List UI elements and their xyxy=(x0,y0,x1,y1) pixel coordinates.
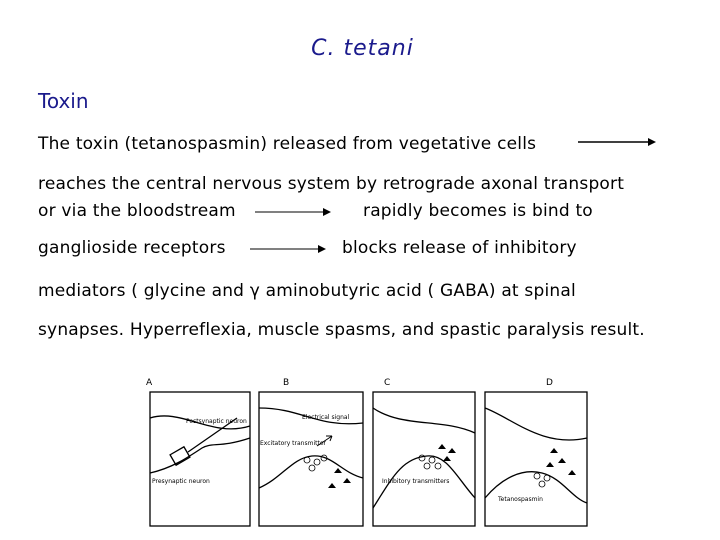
panel-b-frame xyxy=(258,391,364,527)
text-line-8: synapses. Hyperreflexia, muscle spasms, … xyxy=(38,320,645,340)
panel-d-terminal xyxy=(484,471,588,504)
panel-b-label: B xyxy=(283,378,290,388)
arrow-2-icon xyxy=(255,206,331,218)
text-line-1: The toxin (tetanospasmin) released from … xyxy=(38,134,537,154)
tetanospasmin-label: Tetanospasmin xyxy=(498,496,543,503)
text-line-6: blocks release of inhibitory xyxy=(342,238,577,258)
arrow-1-icon xyxy=(578,136,656,148)
postsynaptic-label: Postsynaptic neuron xyxy=(186,418,247,425)
section-heading: Toxin xyxy=(38,89,89,113)
arrow-3-icon xyxy=(250,243,326,255)
text-line-2: reaches the central nervous system by re… xyxy=(38,174,625,194)
figure-drawing xyxy=(149,391,588,527)
text-line-7: mediators ( glycine and γ aminobutyric a… xyxy=(38,281,576,301)
panel-b-postsynaptic xyxy=(258,407,364,425)
panel-d-frame xyxy=(484,391,588,527)
text-line-4: rapidly becomes is bind to xyxy=(363,201,593,221)
panel-a-zoom-box xyxy=(169,445,191,467)
mechanism-figure: A B C D Postsynaptic neuron Presynaptic … xyxy=(142,378,590,528)
text-line-3: or via the bloodstream xyxy=(38,201,236,221)
inhibitory-transmitters-label: Inhibitory transmitters xyxy=(382,478,450,485)
electrical-signal-label: Electrical signal xyxy=(302,414,350,421)
panel-c-terminal xyxy=(372,455,476,509)
panel-b-terminal xyxy=(258,455,364,489)
slide-title: C. tetani xyxy=(311,36,414,61)
excitatory-transmitter-label: Excitatory transmitter xyxy=(260,440,326,447)
panel-a-label: A xyxy=(146,378,153,388)
text-line-5: ganglioside receptors xyxy=(38,238,226,258)
panel-a-frame xyxy=(149,391,251,527)
electrical-signal-arrow xyxy=(316,435,333,447)
panel-a-pointer xyxy=(187,417,238,453)
panel-d-postsynaptic xyxy=(484,407,588,441)
panel-a-postsynaptic xyxy=(149,415,251,430)
panel-c-frame xyxy=(372,391,476,527)
panel-c-label: C xyxy=(384,378,391,388)
panel-d-label: D xyxy=(546,378,553,388)
panel-a-presynaptic xyxy=(149,437,251,474)
panel-c-postsynaptic xyxy=(372,407,476,434)
presynaptic-label: Presynaptic neuron xyxy=(152,478,210,485)
